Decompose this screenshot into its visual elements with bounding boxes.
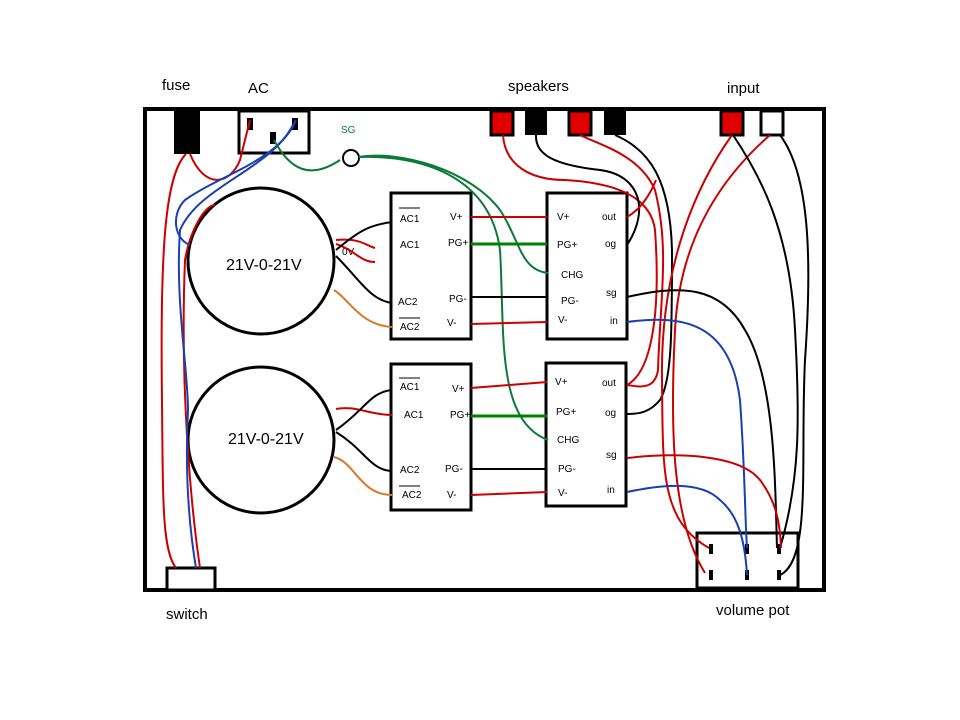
psu2-pin-r1: V+	[452, 384, 465, 395]
speakers-label: speakers	[508, 78, 569, 95]
psu1-pin-r4: V-	[447, 318, 456, 329]
wire-black-15	[335, 389, 393, 431]
amp1-pin-l2: PG+	[557, 240, 577, 251]
input-label: input	[727, 80, 760, 97]
psu2-pin-r2: PG+	[450, 410, 470, 421]
amp2-pin-l3: CHG	[557, 435, 579, 446]
psu1-pin-r1: V+	[450, 212, 463, 223]
wire-black-34	[779, 134, 810, 576]
amp-board-1	[545, 191, 629, 341]
power-switch	[165, 566, 217, 592]
input-jack-white	[759, 109, 785, 137]
transformer-1	[186, 186, 336, 336]
psu-board-1	[389, 191, 473, 341]
wire-red-22	[470, 381, 548, 389]
wiring	[160, 119, 810, 576]
amp1-pin-r2: og	[605, 239, 616, 250]
wire-orange-17	[333, 456, 393, 496]
wire-black-12	[335, 255, 393, 304]
amp2-pin-r3: sg	[606, 450, 617, 461]
volume-pot-label: volume pot	[716, 602, 790, 619]
pot-lug-1	[709, 544, 713, 554]
wire-red-3	[182, 204, 216, 569]
wire-red-31	[660, 134, 733, 549]
wire-black-35	[626, 289, 778, 549]
amp1-pin-r1: out	[602, 212, 616, 223]
wire-black-16	[335, 431, 393, 472]
amp1-pin-r3: sg	[606, 288, 617, 299]
amp2-pin-r4: in	[607, 485, 615, 496]
psu1-pin-r2: PG+	[448, 238, 468, 249]
pot-lug-6	[777, 570, 781, 580]
transformer-1-label: 21V-0-21V	[226, 257, 302, 274]
fuse-holder	[174, 110, 200, 154]
fuse-label: fuse	[162, 77, 190, 94]
wire-black-11	[335, 221, 393, 251]
transformer-2-label: 21V-0-21V	[228, 431, 304, 448]
psu2-pin-l1: AC1	[400, 382, 420, 393]
amp1-pin-l1: V+	[557, 212, 570, 223]
wire-red-21	[470, 321, 548, 325]
wire-red-30	[626, 179, 657, 218]
psu1-pin-r3: PG-	[449, 294, 467, 305]
psu1-pin-l3: AC2	[398, 297, 418, 308]
wire-orange-13	[333, 289, 393, 328]
amp1-pin-l5: V-	[558, 315, 567, 326]
wire-black-27	[534, 134, 641, 246]
psu2-pin-l4: AC2	[402, 490, 422, 501]
speaker-terminal-1-red	[489, 109, 515, 137]
amp2-pin-l1: V+	[555, 377, 568, 388]
chassis-outline	[143, 107, 826, 592]
wire-red-25	[470, 491, 548, 496]
input-jack-red	[719, 109, 745, 137]
amp2-pin-r2: og	[605, 408, 616, 419]
wire-green-6	[273, 139, 341, 172]
wire-red-37	[626, 454, 782, 549]
speaker-terminal-2-red	[567, 109, 593, 137]
pot-lug-3	[777, 544, 781, 554]
wire-red-14	[335, 407, 393, 416]
amp2-pin-r1: out	[602, 378, 616, 389]
psu1-pin-l1: AC1	[400, 214, 420, 225]
psu2-pin-r3: PG-	[445, 464, 463, 475]
wire-blue-38	[626, 484, 748, 576]
amp2-pin-l4: PG-	[558, 464, 576, 475]
amp2-pin-l5: V-	[558, 488, 567, 499]
ac-inlet	[237, 109, 311, 155]
wire-blue-36	[626, 318, 748, 549]
switch-label: switch	[166, 606, 208, 623]
wire-red-1	[160, 153, 187, 569]
wire-blue-5	[177, 124, 294, 569]
speaker-terminal-1-black	[525, 111, 547, 135]
wire-red-32	[671, 134, 771, 574]
amp1-pin-l4: PG-	[561, 296, 579, 307]
wire-black-33	[732, 134, 799, 549]
psu2-pin-l3: AC2	[400, 465, 420, 476]
wire-red-28	[579, 134, 665, 388]
amp-board-2	[544, 361, 628, 508]
pot-lug-2	[745, 544, 749, 554]
wire-green-8	[358, 155, 549, 441]
zero-volt-label: 0V	[342, 247, 355, 258]
wire-red-2	[189, 119, 251, 181]
wire-green-7	[358, 154, 549, 274]
ac-label: AC	[248, 80, 269, 97]
speaker-terminal-2-black	[604, 111, 626, 135]
amp2-pin-l2: PG+	[556, 407, 576, 418]
wire-red-9	[335, 238, 376, 249]
sg-label: SG	[341, 125, 356, 136]
pot-lug-4	[709, 570, 713, 580]
psu1-pin-l2: AC1	[400, 240, 420, 251]
ac-pin-2	[270, 132, 276, 144]
signal-ground-point	[342, 149, 360, 167]
wire-black-29	[614, 134, 674, 415]
amp1-pin-r4: in	[610, 316, 618, 327]
psu2-pin-r4: V-	[447, 490, 456, 501]
psu1-pin-l4: AC2	[400, 322, 420, 333]
amp1-pin-l3: CHG	[561, 270, 583, 281]
psu2-pin-l2: AC1	[404, 410, 424, 421]
